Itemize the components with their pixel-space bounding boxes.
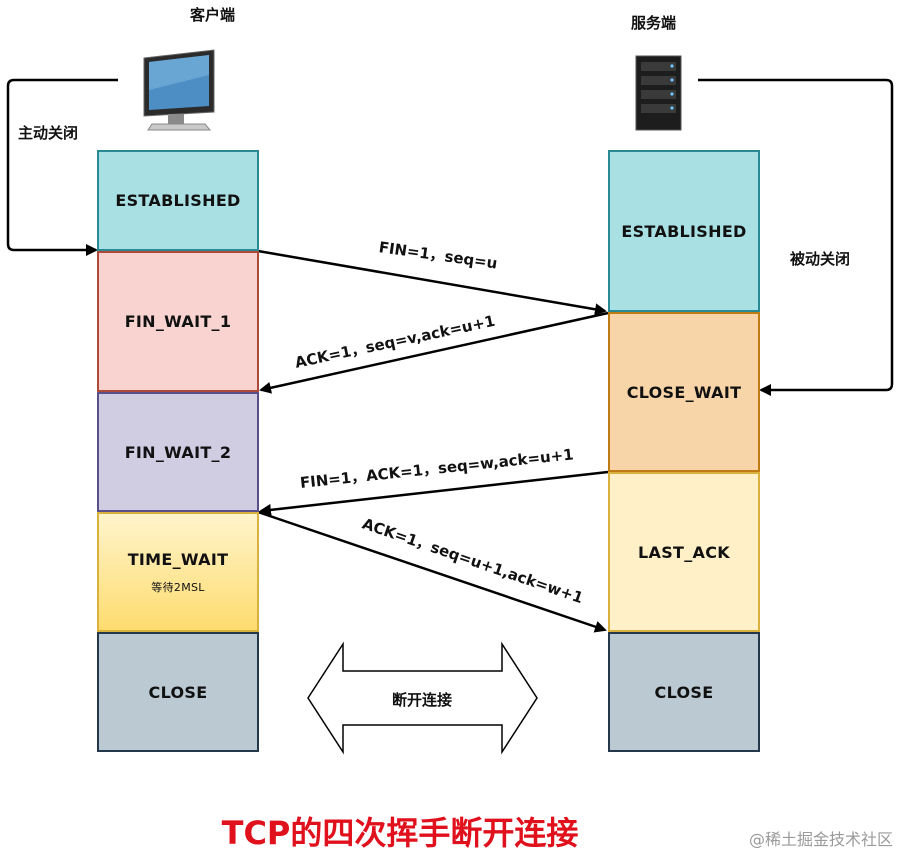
fin-2-arrow	[259, 470, 609, 516]
client-state-time-wait: TIME_WAIT 等待2MSL	[97, 512, 259, 632]
server-state-last-ack: LAST_ACK	[608, 472, 760, 632]
active-close-arrow	[6, 78, 118, 256]
fin-1-arrow	[257, 249, 607, 316]
state-note: 等待2MSL	[151, 580, 205, 594]
ack-1-arrow	[259, 311, 609, 394]
server-icon	[635, 55, 682, 131]
state-name: CLOSE	[654, 682, 714, 702]
passive-close-label: 被动关闭	[790, 250, 851, 268]
state-name: LAST_ACK	[638, 542, 730, 562]
state-name: ESTABLISHED	[621, 221, 747, 241]
state-name: CLOSE	[148, 682, 208, 702]
ack-2-arrow	[257, 510, 607, 633]
client-state-close: CLOSE	[97, 632, 259, 752]
disconnect-double-arrow	[307, 641, 538, 755]
client-state-fin-wait-2: FIN_WAIT_2	[97, 392, 259, 512]
watermark: @稀土掘金技术社区	[748, 830, 893, 849]
server-state-close-wait: CLOSE_WAIT	[608, 312, 760, 472]
client-label: 客户端	[190, 6, 236, 24]
server-label: 服务端	[631, 14, 677, 32]
active-close-label: 主动关闭	[18, 124, 79, 142]
passive-close-arrow	[698, 78, 894, 396]
state-name: TIME_WAIT	[127, 549, 229, 569]
server-state-close: CLOSE	[608, 632, 760, 752]
diagram-title: TCP的四次挥手断开连接	[221, 814, 579, 852]
state-name: ESTABLISHED	[115, 191, 241, 210]
client-state-established: ESTABLISHED	[97, 150, 259, 251]
state-name: FIN_WAIT_2	[124, 442, 232, 462]
server-state-established: ESTABLISHED	[608, 150, 760, 312]
client-state-fin-wait-1: FIN_WAIT_1	[97, 251, 259, 392]
disconnect-label: 断开连接	[392, 691, 453, 709]
state-name: FIN_WAIT_1	[124, 312, 232, 331]
computer-icon	[143, 49, 215, 131]
state-name: CLOSE_WAIT	[626, 382, 742, 402]
